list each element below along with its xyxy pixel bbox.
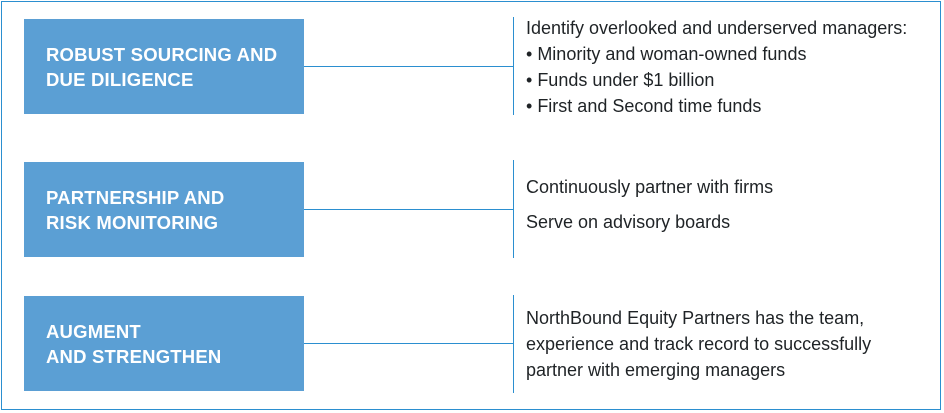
divider-line [513,17,514,115]
partnership-item: Continuously partner with firms [526,177,774,197]
sourcing-bullet-list: Minority and woman-owned funds Funds und… [526,41,907,119]
box-label: PARTNERSHIP AND RISK MONITORING [46,186,225,233]
partnership-description: Continuously partner with firms Serve on… [526,174,773,235]
bullet-item: First and Second time funds [526,93,907,119]
box-sourcing: ROBUST SOURCING AND DUE DILIGENCE [24,19,304,114]
divider-line [513,160,514,258]
box-augment: AUGMENT AND STRENGTHEN [24,296,304,391]
box-label: AUGMENT AND STRENGTHEN [46,320,222,367]
box-partnership: PARTNERSHIP AND RISK MONITORING [24,162,304,257]
partnership-item: Serve on advisory boards [526,212,731,232]
bullet-item: Funds under $1 billion [526,67,907,93]
sourcing-description: Identify overlooked and underserved mana… [526,15,907,119]
augment-description: NorthBound Equity Partners has the team,… [526,308,872,380]
divider-line [513,295,514,393]
connector-line [304,209,513,210]
box-label: ROBUST SOURCING AND DUE DILIGENCE [46,43,278,90]
bullet-item: Minority and woman-owned funds [526,41,907,67]
sourcing-heading: Identify overlooked and underserved mana… [526,18,908,38]
connector-line [304,66,513,67]
connector-line [304,343,513,344]
